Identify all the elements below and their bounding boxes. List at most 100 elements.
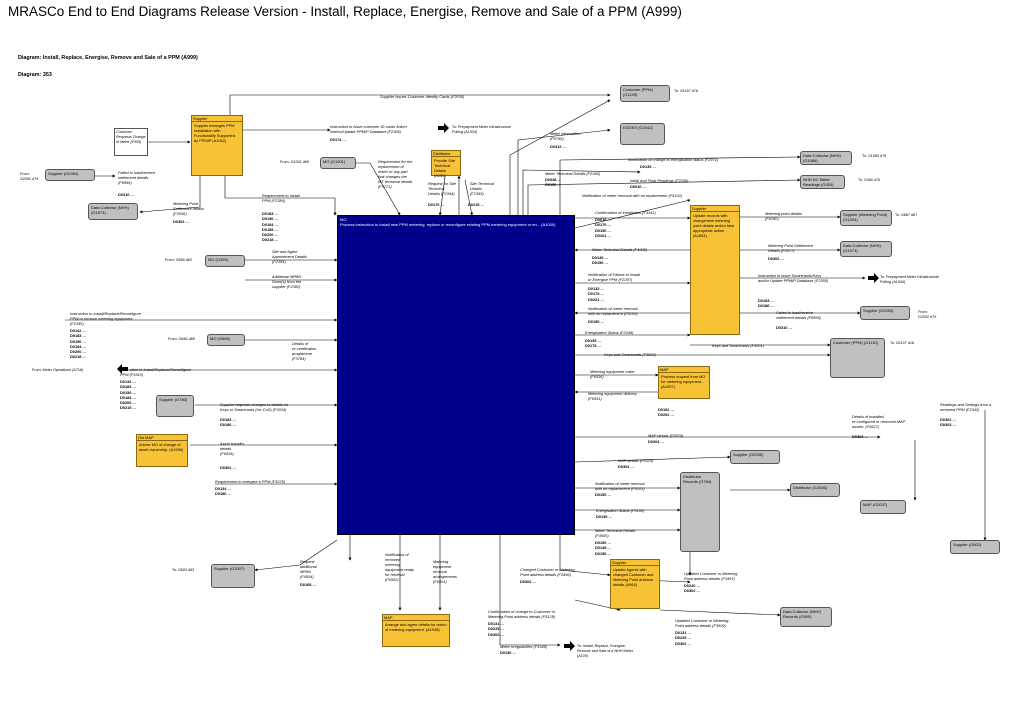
code-list: D0010 ... D0170 ... D0150 ... D0201 ... bbox=[595, 217, 611, 238]
supplier-metering-point-box[interactable]: Supplier (Metering Point) (G1204) bbox=[840, 210, 892, 226]
meter-tech-right-label: Meter Technical Details (F4005) bbox=[592, 247, 647, 252]
mo-g399-box[interactable]: MO (G399) bbox=[205, 255, 245, 267]
box-body: Update records with change/new metering … bbox=[693, 213, 735, 239]
distributor-site-technical-box[interactable]: Distributor Provide Site Technical Detai… bbox=[431, 150, 461, 178]
requirement-install-label: Requirement to Install PPM (F2384) bbox=[262, 193, 300, 204]
box-header: Supplier bbox=[611, 560, 659, 567]
mo-g666-box[interactable]: MO (G666) bbox=[207, 334, 245, 346]
requirement-replacement-label: Requirement for the replacement of meter… bbox=[378, 159, 413, 190]
confirmation-change-label: Confirmation of change to Customer or Me… bbox=[488, 609, 556, 620]
box-body: Supplier Arranges PPM Installation with … bbox=[194, 123, 235, 144]
keys-smartcards-label: Keys and Smartcards (F3001) bbox=[712, 343, 764, 348]
meter-information-label: Meter Information (F8759) bbox=[550, 131, 581, 142]
box-header: Old MAP bbox=[137, 435, 187, 442]
box-body: Advise MO of change of asset ownership. … bbox=[139, 442, 184, 453]
data-collector-left-box[interactable]: Data Collector (NHH) (G1973) bbox=[88, 203, 138, 220]
old-map-advise-box[interactable]: Old MAP Advise MO of change of asset own… bbox=[136, 434, 188, 467]
code-list: D0303 ... bbox=[852, 434, 868, 439]
details-recertification-label: Details of re-certification programme (F… bbox=[292, 341, 317, 362]
diagram-label: Diagram: Install, Replace, Energise, Rem… bbox=[18, 55, 198, 61]
mo-g1001-box[interactable]: MO (G1001) bbox=[320, 157, 356, 169]
energisation-status-label: Energisation Status (F2346) bbox=[585, 330, 634, 335]
mp-settlement-right-label: Metering Point Settlement Details (F3377… bbox=[768, 243, 813, 254]
supplier-g802-box[interactable]: Supplier (G802) bbox=[950, 540, 1000, 554]
xref-note: To: G1983 d79 bbox=[862, 154, 887, 158]
instruction-left-label: Instruction to Install/Replace/Reconfigu… bbox=[70, 311, 141, 327]
customer-requests-box[interactable]: Customer Requests Change of Meter (F559) bbox=[114, 128, 148, 156]
map-g2037-box[interactable]: MAP (G2037) bbox=[860, 500, 906, 514]
customer-ppm-g1110-box[interactable]: Customer (PPM) (G1110) bbox=[830, 338, 885, 378]
keys-smartcards-label-2: Keys and Smartcards (F3529) bbox=[604, 352, 656, 357]
updated-customer-label: Updated Customer or Metering Point addre… bbox=[684, 571, 738, 582]
code-list: D0136 ... bbox=[500, 650, 516, 655]
xref-note: From: G669 d63 bbox=[165, 258, 192, 262]
to-install-note: To: Install, Replace, Energise, Remove a… bbox=[577, 644, 633, 658]
supplier-requests-label: Supplier requests changes to details on … bbox=[220, 402, 289, 413]
map-arrange-return-box[interactable]: MAP Arrange and agree details for return… bbox=[382, 614, 450, 647]
supplier-update-records-box[interactable]: Supplier Update records with change/new … bbox=[690, 205, 740, 335]
mo-body: Process instruction to install new PPM m… bbox=[340, 222, 556, 228]
code-list: D0142 ... D0183 ... D0150 ... D0184 ... … bbox=[120, 379, 136, 411]
xref-note: From: G684 d65 bbox=[168, 337, 195, 341]
diagram-number: Diagram: 353 bbox=[18, 72, 52, 78]
changed-customer-label: Changed Customer or Metering Point addre… bbox=[520, 567, 575, 578]
code-list: D0302 ... bbox=[173, 219, 189, 224]
mo-process-box[interactable]: MO Process instruction to install new PP… bbox=[337, 215, 575, 535]
supplier-arranges-ppm-box[interactable]: Supplier Supplier Arranges PPM Installat… bbox=[191, 115, 243, 176]
metering-equip-delivery-label: Metering equipment delivery (F6531) bbox=[588, 391, 637, 402]
supplier-g2054-box[interactable]: Supplier (G2054) bbox=[45, 169, 95, 181]
data-collector-nhh-top-box[interactable]: Data Collector (NHH) (G1086) bbox=[800, 151, 852, 165]
code-list: D0010 ... bbox=[630, 184, 646, 189]
box-header: MAP bbox=[383, 615, 449, 622]
supplier-g2007-box[interactable]: Supplier (G2007) bbox=[211, 564, 255, 588]
code-list: D0150 ... bbox=[595, 492, 611, 497]
nhh-dc-meter-readings-box[interactable]: NHH DC Meter Readings (G453) bbox=[800, 175, 845, 189]
code-list: D0150 ... bbox=[588, 319, 604, 324]
notif-removal-top-label: Notification of meter removal with no re… bbox=[582, 193, 683, 198]
supplier-update-agents-box[interactable]: Supplier Update Agents with changed Cust… bbox=[610, 559, 660, 609]
confirmation-install-label: Confirmation of Installation (F3341) bbox=[595, 210, 656, 215]
supplier-issues-cards-label: Supplier Issues Customer Identity Cards … bbox=[380, 94, 465, 99]
xref-note: From: G2052 d79 bbox=[20, 172, 39, 181]
metering-equip-order-label: Metering equipment order (F6536) bbox=[590, 369, 635, 380]
map-details-label: MAP details (F6520) bbox=[648, 433, 684, 438]
xref-note: To: G450 d76 bbox=[858, 178, 881, 182]
notif-removal-mid-label: Notification of meter removal with no re… bbox=[588, 306, 638, 317]
map-process-request-box[interactable]: MAP Process request from MO for metering… bbox=[658, 366, 710, 399]
code-list: D0149 ... D0150 ... bbox=[592, 255, 608, 266]
supplier-g780-box[interactable]: Supplier (G780) bbox=[156, 395, 194, 417]
code-list: D0192 ... D0202 ... bbox=[658, 407, 674, 418]
code-list: D0304 ... bbox=[648, 439, 664, 444]
instruction-cards-label: Instruction to issue customer ID cards /… bbox=[330, 124, 407, 135]
xref-note: To: G867 d67 bbox=[895, 213, 918, 217]
code-list: D0168 ... bbox=[300, 582, 316, 587]
code-list: D0139 ... D0179 ... bbox=[585, 338, 601, 349]
data-collector-right-box[interactable]: Data Collector (NHH) (G1973) bbox=[840, 241, 892, 257]
initial-final-label: Initial and Final Readings (F2336) bbox=[630, 178, 689, 183]
box-body: Arrange and agree details for return of … bbox=[385, 622, 447, 633]
xref-note: From: G2052 d79 bbox=[918, 310, 937, 319]
code-list: D0215 ... bbox=[468, 202, 484, 207]
edges-box[interactable]: EDGES (G2042) bbox=[620, 123, 665, 145]
distributor-g2036-box[interactable]: Distributor (G2036) bbox=[790, 483, 840, 497]
notif-removed-label: Notification of removed metering equipme… bbox=[385, 552, 414, 583]
box-header: Supplier bbox=[691, 206, 739, 213]
code-list: D0302 ... bbox=[520, 579, 536, 584]
requirement-energise-label: Requirement to energise a PPM (F3225) bbox=[215, 479, 286, 484]
supplier-g2053-box[interactable]: Supplier (G2053) bbox=[860, 306, 910, 320]
prepayment-polling-note: To: Prepayment Meter Infrastructure Poll… bbox=[452, 125, 512, 134]
distributor-records-box[interactable]: Distributor Records (G784) bbox=[680, 472, 720, 552]
data-collector-records-box[interactable]: Data Collector (NHH) Records (G900) bbox=[780, 607, 832, 627]
map-details-label-2: MAP details (F6525) bbox=[618, 458, 654, 463]
meter-irregularities-label: Meter Irregularities (F1946) bbox=[500, 644, 548, 649]
code-list: D0134 ... D0180 ... bbox=[215, 486, 231, 497]
box-header: MAP bbox=[659, 367, 709, 374]
prepayment-polling-note-2: To: Prepayment Meter Infrastructure Poll… bbox=[880, 275, 940, 284]
supplier-g2035-box[interactable]: Supplier (G2035) bbox=[730, 450, 780, 464]
customer-ppm-top-box[interactable]: Customer (PPM) (G1109) bbox=[620, 85, 670, 102]
notif-removal-low-label: Notification of meter removal with no re… bbox=[595, 481, 645, 492]
xref-note: To: G1167 d76 bbox=[674, 89, 698, 93]
xref-note: To: G603 d53 bbox=[172, 568, 195, 572]
code-list: D0183 ... D0190 ... D0184 ... D0185 ... … bbox=[262, 211, 278, 243]
code-list: D0302 ... D0303 ... bbox=[940, 417, 956, 428]
